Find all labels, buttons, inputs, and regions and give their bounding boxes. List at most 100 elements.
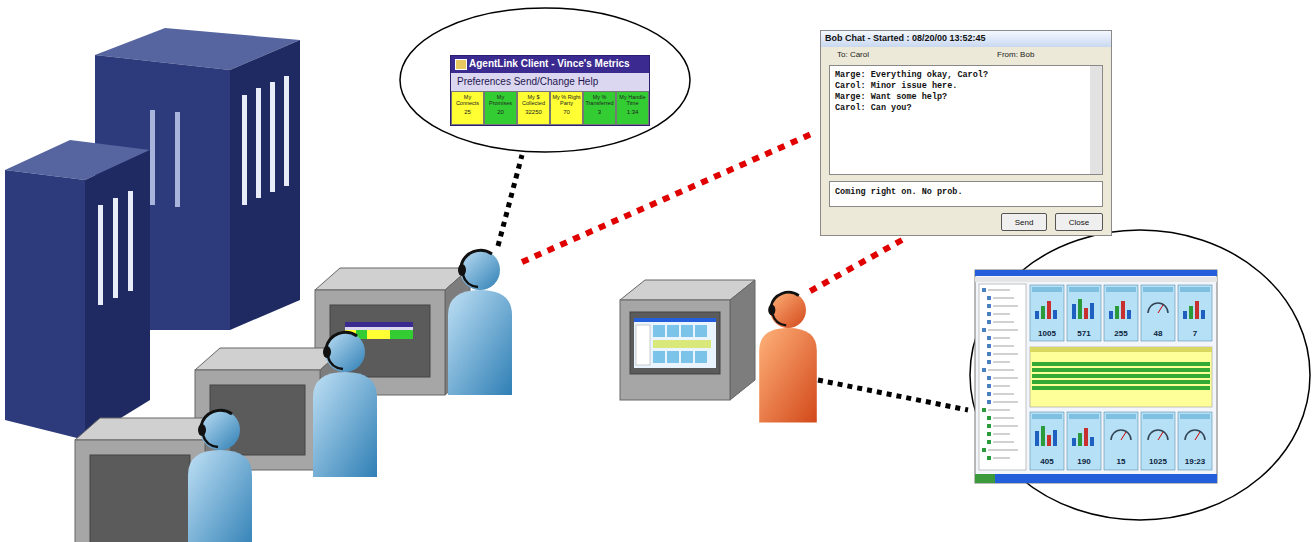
dashboard-screenshot — [993, 418, 1014, 419]
dashboard-screenshot — [993, 434, 1010, 435]
dashboard-value: 19:23 — [1178, 457, 1212, 466]
dashboard-screenshot — [993, 322, 1014, 323]
dashboard-screenshot — [987, 416, 991, 420]
dashboard-screenshot — [993, 346, 1014, 347]
dashboard-screenshot — [987, 456, 991, 460]
dashboard-screenshot — [987, 320, 991, 324]
dashboard-screenshot — [1104, 412, 1138, 470]
supervisor-terminal — [695, 325, 707, 337]
dashboard-screenshot — [1032, 287, 1062, 292]
node-text: From: Bob — [997, 50, 1034, 59]
agent-terminals — [401, 330, 413, 339]
dashboard-screenshot — [988, 410, 1010, 411]
dashboard-screenshot — [993, 402, 1018, 403]
people — [759, 292, 817, 423]
dashboard-screenshot — [993, 354, 1018, 355]
dashboard-screenshot — [975, 270, 1217, 483]
dashboard-screenshot — [1090, 437, 1094, 446]
dashboard-screenshot — [988, 450, 1018, 451]
dotted-links — [522, 132, 816, 262]
supervisor-terminal — [653, 351, 665, 363]
node-text: Preferences Send/Change Help — [457, 76, 598, 87]
agent-terminals — [315, 268, 470, 290]
dashboard-screenshot — [1185, 430, 1205, 440]
office-building — [5, 170, 85, 440]
node-text: AgentLink Client - Vince's Metrics — [469, 58, 630, 69]
dashboard-screenshot — [993, 338, 1010, 339]
dashboard-screenshot — [1121, 432, 1126, 440]
dashboard-screenshot — [975, 474, 1217, 483]
dashboard-screenshot — [987, 336, 991, 340]
node-text: My $ Collected — [519, 94, 548, 107]
dashboard-screenshot — [1141, 412, 1175, 470]
office-building — [85, 150, 150, 440]
dashboard-value: 255 — [1104, 329, 1138, 338]
dashboard-screenshot — [975, 277, 1217, 282]
close-button: Close — [1055, 213, 1103, 231]
agent-terminals — [90, 455, 190, 542]
office-building — [270, 82, 275, 192]
dashboard-screenshot — [1072, 438, 1076, 446]
dashboard-screenshot — [993, 394, 1014, 395]
node-text: 25 — [453, 109, 482, 116]
node-text: Carol: Minor issue here. — [835, 81, 1088, 92]
node-text: Bob Chat - Started : 08/20/00 13:52:45 — [825, 33, 986, 43]
dashboard-screenshot — [1069, 287, 1099, 292]
node-text: Marge: Everything okay, Carol? — [835, 70, 1088, 81]
dashboard-screenshot — [975, 270, 1217, 483]
dashboard-screenshot — [1032, 368, 1210, 372]
dashboard-screenshot — [1106, 414, 1136, 419]
dashboard-screenshot — [987, 392, 991, 396]
chat-window: Bob Chat - Started : 08/20/00 13:52:45To… — [820, 30, 1112, 236]
node-text: My Promises — [486, 94, 515, 107]
dashboard-screenshot — [1178, 285, 1212, 341]
dashboard-screenshot — [993, 306, 1018, 307]
dashboard-screenshot — [1104, 285, 1138, 341]
supervisor-terminal — [620, 280, 755, 400]
dashboard-screenshot — [1032, 380, 1210, 384]
dashboard-screenshot — [993, 298, 1014, 299]
dashboard-screenshot — [993, 378, 1018, 379]
chat-transcript: Marge: Everything okay, Carol?Carol: Min… — [829, 65, 1103, 175]
dashboard-screenshot — [1084, 308, 1088, 319]
dashboard-screenshot — [1047, 435, 1051, 446]
dashboard-screenshot — [987, 360, 991, 364]
dashboard-screenshot — [1111, 430, 1131, 440]
dashboard-value: 15 — [1104, 457, 1138, 466]
dashboard-screenshot — [987, 352, 991, 356]
dashboard-value: 48 — [1141, 329, 1175, 338]
dashboard-screenshot — [1141, 285, 1175, 341]
dashboard-value: 571 — [1067, 329, 1101, 338]
dashboard-screenshot — [1032, 386, 1210, 390]
dashboard-screenshot — [993, 386, 1010, 387]
dashboard-screenshot — [1030, 285, 1212, 470]
dashboard-screenshot — [987, 312, 991, 316]
node-text: 1:34 — [618, 109, 647, 116]
agent-terminals — [345, 327, 413, 330]
dashboard-screenshot — [987, 400, 991, 404]
agent-terminals — [75, 440, 205, 542]
dashboard-screenshot — [1078, 433, 1082, 446]
dashboard-screenshot — [1178, 412, 1212, 470]
dashboard-screenshot — [1084, 428, 1088, 446]
dashboard-screenshot — [1041, 426, 1045, 446]
dashboard-value: 405 — [1030, 457, 1064, 466]
dashboard-screenshot — [1121, 301, 1125, 319]
dashboard-screenshot — [1067, 285, 1101, 341]
dashboard-screenshot — [1032, 414, 1062, 419]
dashboard-value: 190 — [1067, 457, 1101, 466]
metric-cell: My Promises20 — [484, 91, 517, 125]
supervisor-terminal — [630, 312, 720, 374]
dashboard-screenshot — [993, 426, 1018, 427]
node-text: Close — [1069, 218, 1089, 227]
supervisor-terminal — [620, 300, 730, 400]
node-text: My Handle Time — [618, 94, 647, 107]
chat-input: Coming right on. No prob. — [829, 181, 1103, 207]
dashboard-screenshot — [987, 376, 991, 380]
dashboard-screenshot — [1030, 347, 1212, 407]
dashboard-screenshot — [1069, 414, 1099, 419]
people — [188, 250, 817, 542]
dashboard-screenshot — [987, 384, 991, 388]
metric-cell: My % Transferred3 — [583, 91, 616, 125]
